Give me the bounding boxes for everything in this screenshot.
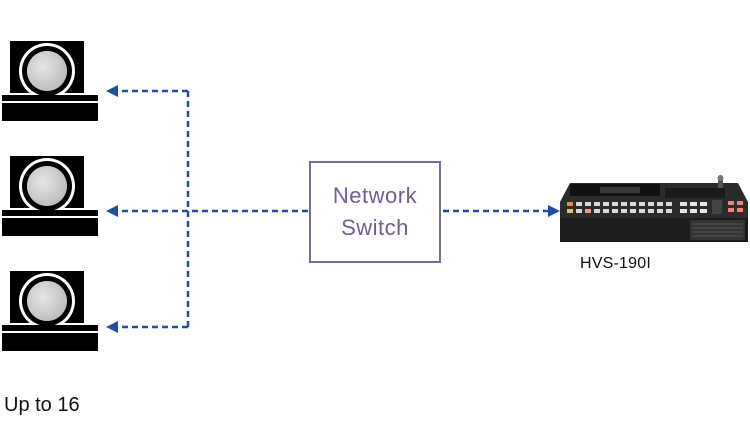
network-switch-box: Network Switch [309, 161, 441, 263]
arrow-to-camera-2-icon [106, 205, 118, 217]
camera-count-label: Up to 16 [4, 394, 80, 416]
camera-2-icon [2, 156, 98, 236]
camera-3-icon [2, 271, 98, 351]
network-switch-label-line2: Switch [341, 215, 409, 240]
network-switch-label-line1: Network [332, 183, 418, 208]
connector-lines [118, 89, 548, 329]
switcher-model-label: HVS-190I [580, 255, 651, 272]
arrowheads [106, 85, 560, 333]
arrow-to-camera-1-icon [106, 85, 118, 97]
arrow-to-camera-3-icon [106, 321, 118, 333]
switcher-console-icon [560, 175, 748, 242]
camera-1-icon [2, 41, 98, 121]
arrow-to-switcher-icon [548, 205, 560, 217]
